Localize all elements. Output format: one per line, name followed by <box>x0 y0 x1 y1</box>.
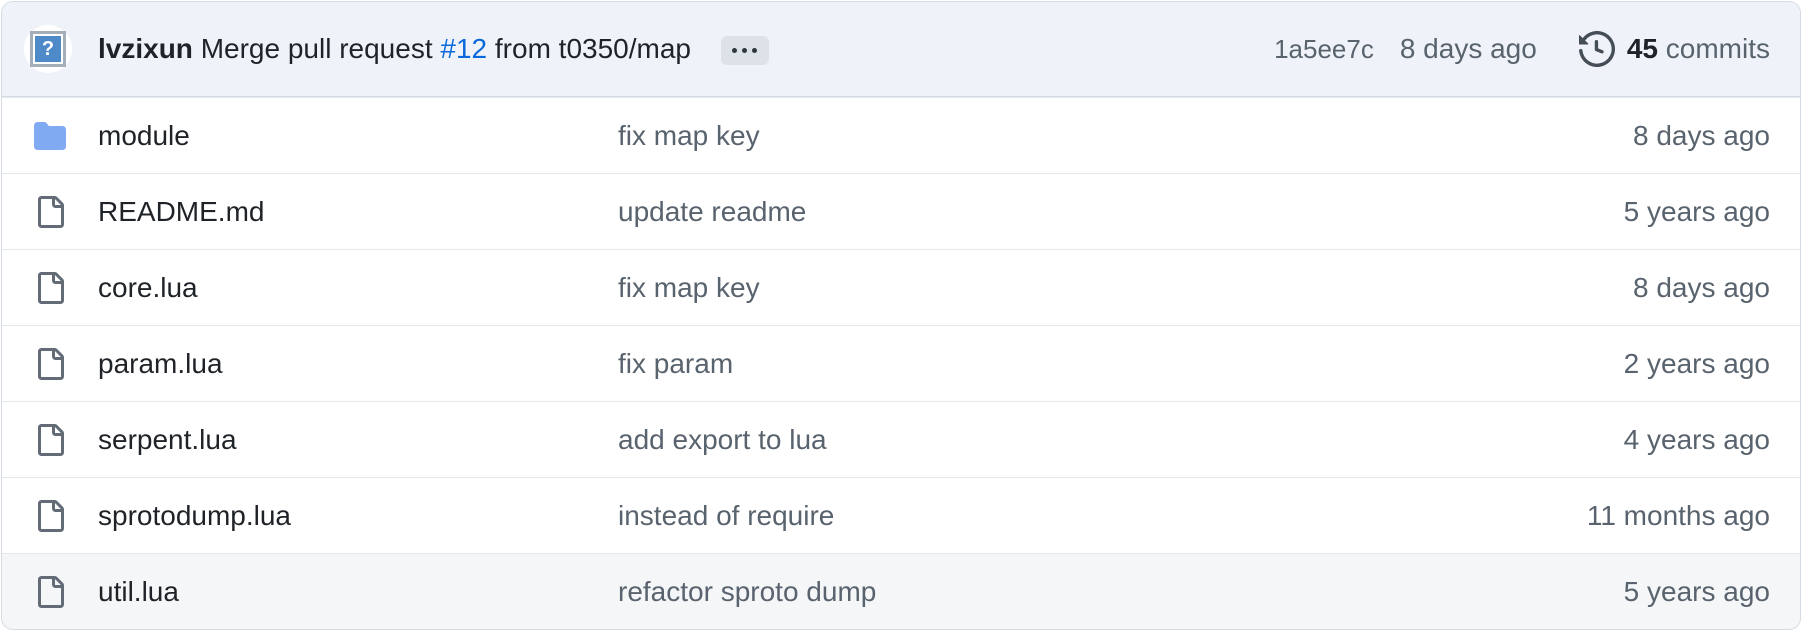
commit-message-link[interactable]: fix map key <box>618 271 760 303</box>
commit-author-link[interactable]: lvzixun <box>98 32 193 64</box>
latest-commit-date: 8 days ago <box>1399 33 1537 64</box>
commit-count-label: commits <box>1665 33 1770 64</box>
file-commit-date: 5 years ago <box>1623 575 1770 607</box>
file-icon <box>34 499 66 532</box>
avatar[interactable]: ? <box>24 25 72 73</box>
commit-message-text-after[interactable]: from t0350/map <box>494 32 691 64</box>
broken-image-icon: ? <box>30 31 66 67</box>
file-name-link[interactable]: README.md <box>98 195 265 227</box>
file-icon <box>34 195 66 228</box>
history-icon <box>1578 31 1615 67</box>
file-name-link[interactable]: module <box>98 119 190 151</box>
pr-number-link[interactable]: #12 <box>440 32 488 64</box>
table-row[interactable]: util.lua refactor sproto dump 5 years ag… <box>2 553 1800 629</box>
commit-message-link[interactable]: fix map key <box>618 119 760 151</box>
file-name-link[interactable]: sprotodump.lua <box>98 499 292 531</box>
commit-history-link[interactable]: 45 commits <box>1578 31 1770 67</box>
commit-hash-link[interactable]: 1a5ee7c <box>1274 33 1374 64</box>
latest-commit-title: lvzixun Merge pull request #12 from t035… <box>98 32 769 66</box>
file-icon <box>34 347 66 380</box>
table-row[interactable]: sprotodump.lua instead of require 11 mon… <box>2 477 1800 553</box>
file-name-link[interactable]: serpent.lua <box>98 423 237 455</box>
folder-icon <box>34 120 66 152</box>
file-name-link[interactable]: util.lua <box>98 575 179 607</box>
file-name-link[interactable]: core.lua <box>98 271 198 303</box>
latest-commit-bar: ? lvzixun Merge pull request #12 from t0… <box>2 2 1800 97</box>
commit-count: 45 commits <box>1627 33 1770 65</box>
commit-bar-right: 1a5ee7c 8 days ago 45 commits <box>1274 31 1770 67</box>
table-row[interactable]: param.lua fix param 2 years ago <box>2 325 1800 401</box>
file-commit-date: 4 years ago <box>1623 423 1770 455</box>
file-icon <box>34 271 66 304</box>
file-commit-date: 8 days ago <box>1633 119 1770 151</box>
file-commit-date: 8 days ago <box>1633 271 1770 303</box>
commit-message-link[interactable]: refactor sproto dump <box>618 575 877 607</box>
commit-message-link[interactable]: instead of require <box>618 499 835 531</box>
file-commit-date: 5 years ago <box>1623 195 1770 227</box>
commit-message-link[interactable]: update readme <box>618 195 807 227</box>
file-icon <box>34 423 66 456</box>
commit-message-link[interactable]: add export to lua <box>618 423 827 455</box>
file-commit-date: 11 months ago <box>1586 499 1770 531</box>
commit-message-expander-button[interactable] <box>720 36 769 66</box>
question-mark-glyph: ? <box>35 36 61 62</box>
commit-message-text[interactable]: Merge pull request <box>200 32 433 64</box>
table-row[interactable]: serpent.lua add export to lua 4 years ag… <box>2 401 1800 477</box>
table-row[interactable]: module fix map key 8 days ago <box>2 97 1800 173</box>
file-icon <box>34 575 66 608</box>
file-commit-date: 2 years ago <box>1623 347 1770 379</box>
ellipsis-icon <box>732 48 758 54</box>
table-row[interactable]: core.lua fix map key 8 days ago <box>2 249 1800 325</box>
commit-count-number: 45 <box>1626 33 1658 64</box>
commit-message-link[interactable]: fix param <box>618 347 734 379</box>
table-row[interactable]: README.md update readme 5 years ago <box>2 173 1800 249</box>
file-name-link[interactable]: param.lua <box>98 347 223 379</box>
